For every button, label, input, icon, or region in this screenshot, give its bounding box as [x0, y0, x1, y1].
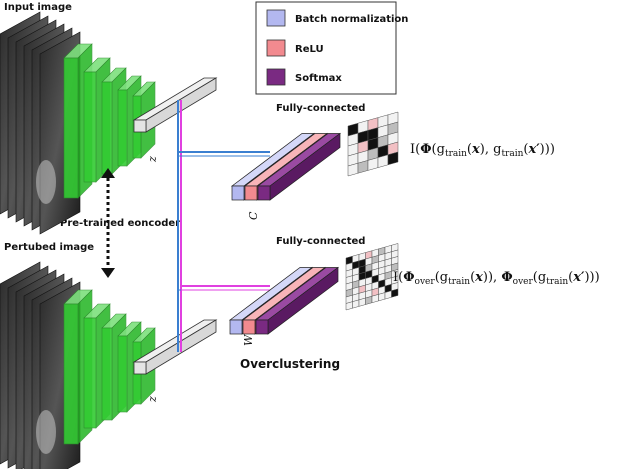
shared-encoder-arrow [101, 168, 115, 278]
input-image-label: Input image [4, 2, 72, 13]
legend-swatch-softmax [266, 68, 286, 86]
z-label-top: z [146, 156, 159, 163]
perturbed-image-stack [0, 261, 81, 469]
fully-connected-head-bottom [228, 266, 340, 335]
encoder-layer-front-face [63, 303, 79, 445]
fc-bar-front-face [242, 319, 256, 335]
cluster-matrix-top [347, 111, 399, 177]
c-label: C [247, 211, 260, 220]
fully-connected-head-top [230, 132, 342, 201]
perturbed-image-label: Pertubed image [4, 242, 94, 253]
matrix-cell [387, 151, 399, 166]
cluster-matrix-bottom [345, 243, 399, 311]
w-label: W [242, 333, 255, 346]
matrix-cell [391, 288, 399, 298]
fully-connected-label-top: Fully-connected [276, 103, 365, 114]
legend-label-relu: ReLU [295, 44, 324, 55]
overclustering-label: Overclustering [240, 357, 340, 371]
encoder-layer-front-face [101, 327, 113, 421]
encoder-layer-front-face [101, 81, 113, 175]
legend-label-softmax: Softmax [295, 73, 342, 84]
legend-swatch-batch-normalization [266, 9, 286, 27]
fc-bar-front-face [255, 319, 269, 335]
feature-bar-front-face [133, 119, 147, 133]
encoder-layer-front-face [83, 317, 97, 429]
image-highlight [36, 160, 56, 204]
image-highlight [36, 410, 56, 454]
encoder-label: Pre-trained eoncoder [60, 218, 180, 229]
encoder-layer-front-face [63, 57, 79, 199]
fc-bar-front-face [244, 185, 258, 201]
fully-connected-label-bottom: Fully-connected [276, 236, 365, 247]
fc-bar-front-face [257, 185, 271, 201]
encoder-layer-front-face [117, 89, 128, 167]
legend-label-batch-normalization: Batch normalization [295, 14, 408, 25]
legend-swatch-relu [266, 39, 286, 57]
z-label-bottom: z [146, 396, 159, 403]
encoder-layers-bottom [63, 289, 156, 445]
feature-bar-front-face [133, 361, 147, 375]
formula-top: I(Φ(gtrain(x), gtrain(x′))) [410, 142, 555, 159]
formula-bottom: I(Φover(gtrain(x)), Φover(gtrain(x′))) [393, 270, 600, 287]
encoder-layer-front-face [117, 335, 128, 413]
fc-bar-front-face [229, 319, 243, 335]
fc-bar-front-face [231, 185, 245, 201]
legend: Batch normalization ReLU Softmax [255, 1, 408, 95]
encoder-layer-front-face [83, 71, 97, 183]
encoder-layers-top [63, 43, 156, 199]
connection-lines [177, 100, 270, 352]
